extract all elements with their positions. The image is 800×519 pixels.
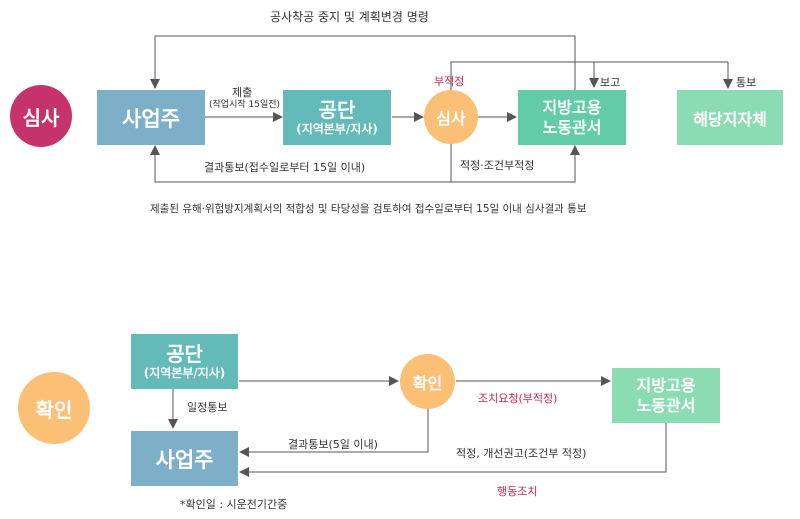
report-label: 보고	[600, 76, 621, 89]
confirm-footnote: *확인일 : 시운전기간중	[180, 498, 288, 511]
corporation-subtitle: (지역본부/지사)	[143, 365, 226, 380]
submit-sublabel: (작업시작 15일전)	[209, 100, 281, 110]
stop-order-label: 공사착공 중지 및 계획변경 명령	[270, 10, 429, 24]
unsuitable-line	[450, 61, 728, 90]
labor-office-line2: 노동관서	[636, 395, 696, 415]
suitable-label: 적정·조건부적정	[460, 159, 535, 172]
review-corporation-box: 공단 (지역본부/지사)	[283, 90, 391, 145]
review-labor-office-box: 지방고용 노동관서	[518, 90, 626, 145]
confirm-result-label: 결과통보(5일 이내)	[288, 438, 378, 451]
local-government-box: 해당지자체	[677, 90, 783, 145]
result-notice-label: 결과통보(접수일로부터 15일 이내)	[204, 161, 366, 174]
submit-label: 제출	[232, 86, 253, 99]
confirm-section-badge: 확인	[18, 372, 90, 444]
admin-action-arrow	[239, 423, 667, 477]
result-notice-arrow	[150, 144, 452, 183]
review-circle: 심사	[424, 90, 478, 144]
labor-office-line2: 노동관서	[542, 117, 602, 137]
confirm-result-arrow	[239, 407, 429, 457]
suitable-arrow	[451, 145, 580, 183]
corporation-title: 공단	[166, 341, 203, 366]
corporation-title: 공단	[318, 97, 356, 122]
suitable-advice-label: 적정, 개선권고(조건부 적정)	[456, 447, 587, 460]
unsuitable-label: 부적정	[434, 75, 465, 88]
schedule-notice-label: 일정통보	[187, 401, 228, 414]
review-section-badge: 심사	[10, 85, 72, 147]
stop-order-arrow	[150, 35, 576, 90]
admin-action-label: 행동조치	[497, 485, 538, 498]
confirm-labor-office-box: 지방고용 노동관서	[612, 368, 720, 423]
confirm-business-owner-box: 사업주	[131, 431, 238, 486]
notify-label: 통보	[736, 76, 757, 89]
labor-office-line1: 지방고용	[636, 375, 696, 395]
review-footnote: 제출된 유해·위험방지계획서의 적합성 및 타당성을 검토하여 접수일로부터 1…	[150, 203, 587, 215]
correction-request-label: 조치요청(부적정)	[478, 392, 558, 405]
confirm-corporation-box: 공단 (지역본부/지사)	[131, 334, 238, 389]
corporation-subtitle: (지역본부/지사)	[296, 121, 378, 136]
confirm-circle: 확인	[400, 354, 455, 409]
review-business-owner-box: 사업주	[97, 90, 205, 145]
labor-office-line1: 지방고용	[542, 97, 602, 117]
